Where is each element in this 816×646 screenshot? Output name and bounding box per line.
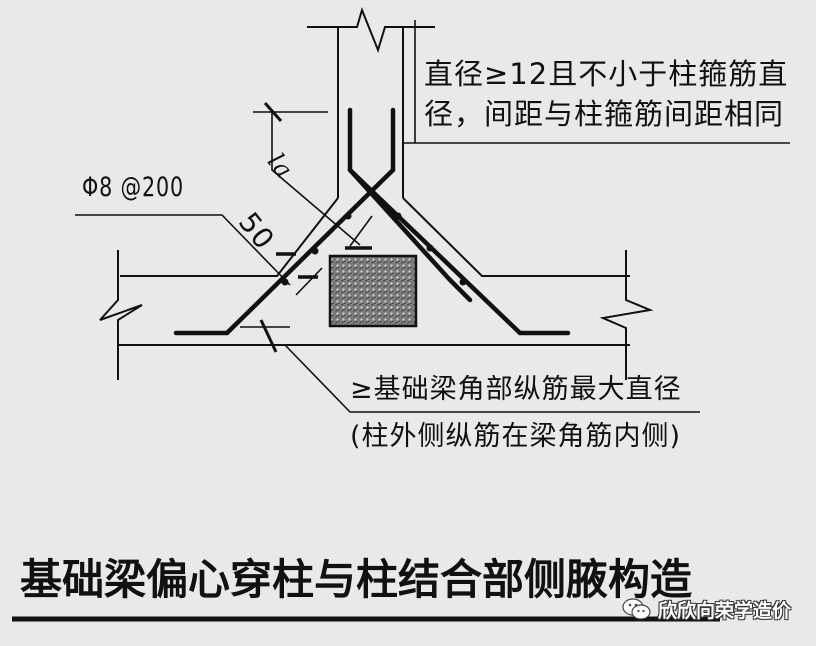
watermark: 欣欣向荣学造价: [622, 596, 791, 622]
beam-outline: [99, 250, 654, 380]
diagram-title: 基础梁偏心穿柱与柱结合部侧腋构造: [20, 555, 693, 604]
wechat-icon: [622, 598, 651, 620]
note-stirrup-requirement: 直径≥12且不小于柱箍筋直 径，间距与柱箍筋间距相同: [424, 54, 788, 134]
rebar-dots: [281, 212, 467, 286]
note-line-1: ≥基础梁角部纵筋最大直径: [350, 374, 682, 405]
note-line-2: (柱外侧纵筋在梁角筋内侧): [350, 421, 682, 452]
note-line-1: 直径≥12且不小于柱箍筋直: [424, 57, 789, 91]
haunch-outline: [120, 197, 630, 277]
note-line-2: 径，间距与柱箍筋间距相同: [424, 97, 785, 131]
stirrup-spec-label: Φ8 @200: [82, 172, 184, 203]
leader-lines: [75, 20, 790, 413]
column-core-hatched: [328, 254, 418, 328]
watermark-text: 欣欣向荣学造价: [658, 599, 792, 622]
note-corner-bar: ≥基础梁角部纵筋最大直径 (柱外侧纵筋在梁角筋内侧): [350, 366, 682, 460]
haunch-rebars: [173, 107, 571, 336]
column-outline: [307, 6, 435, 198]
